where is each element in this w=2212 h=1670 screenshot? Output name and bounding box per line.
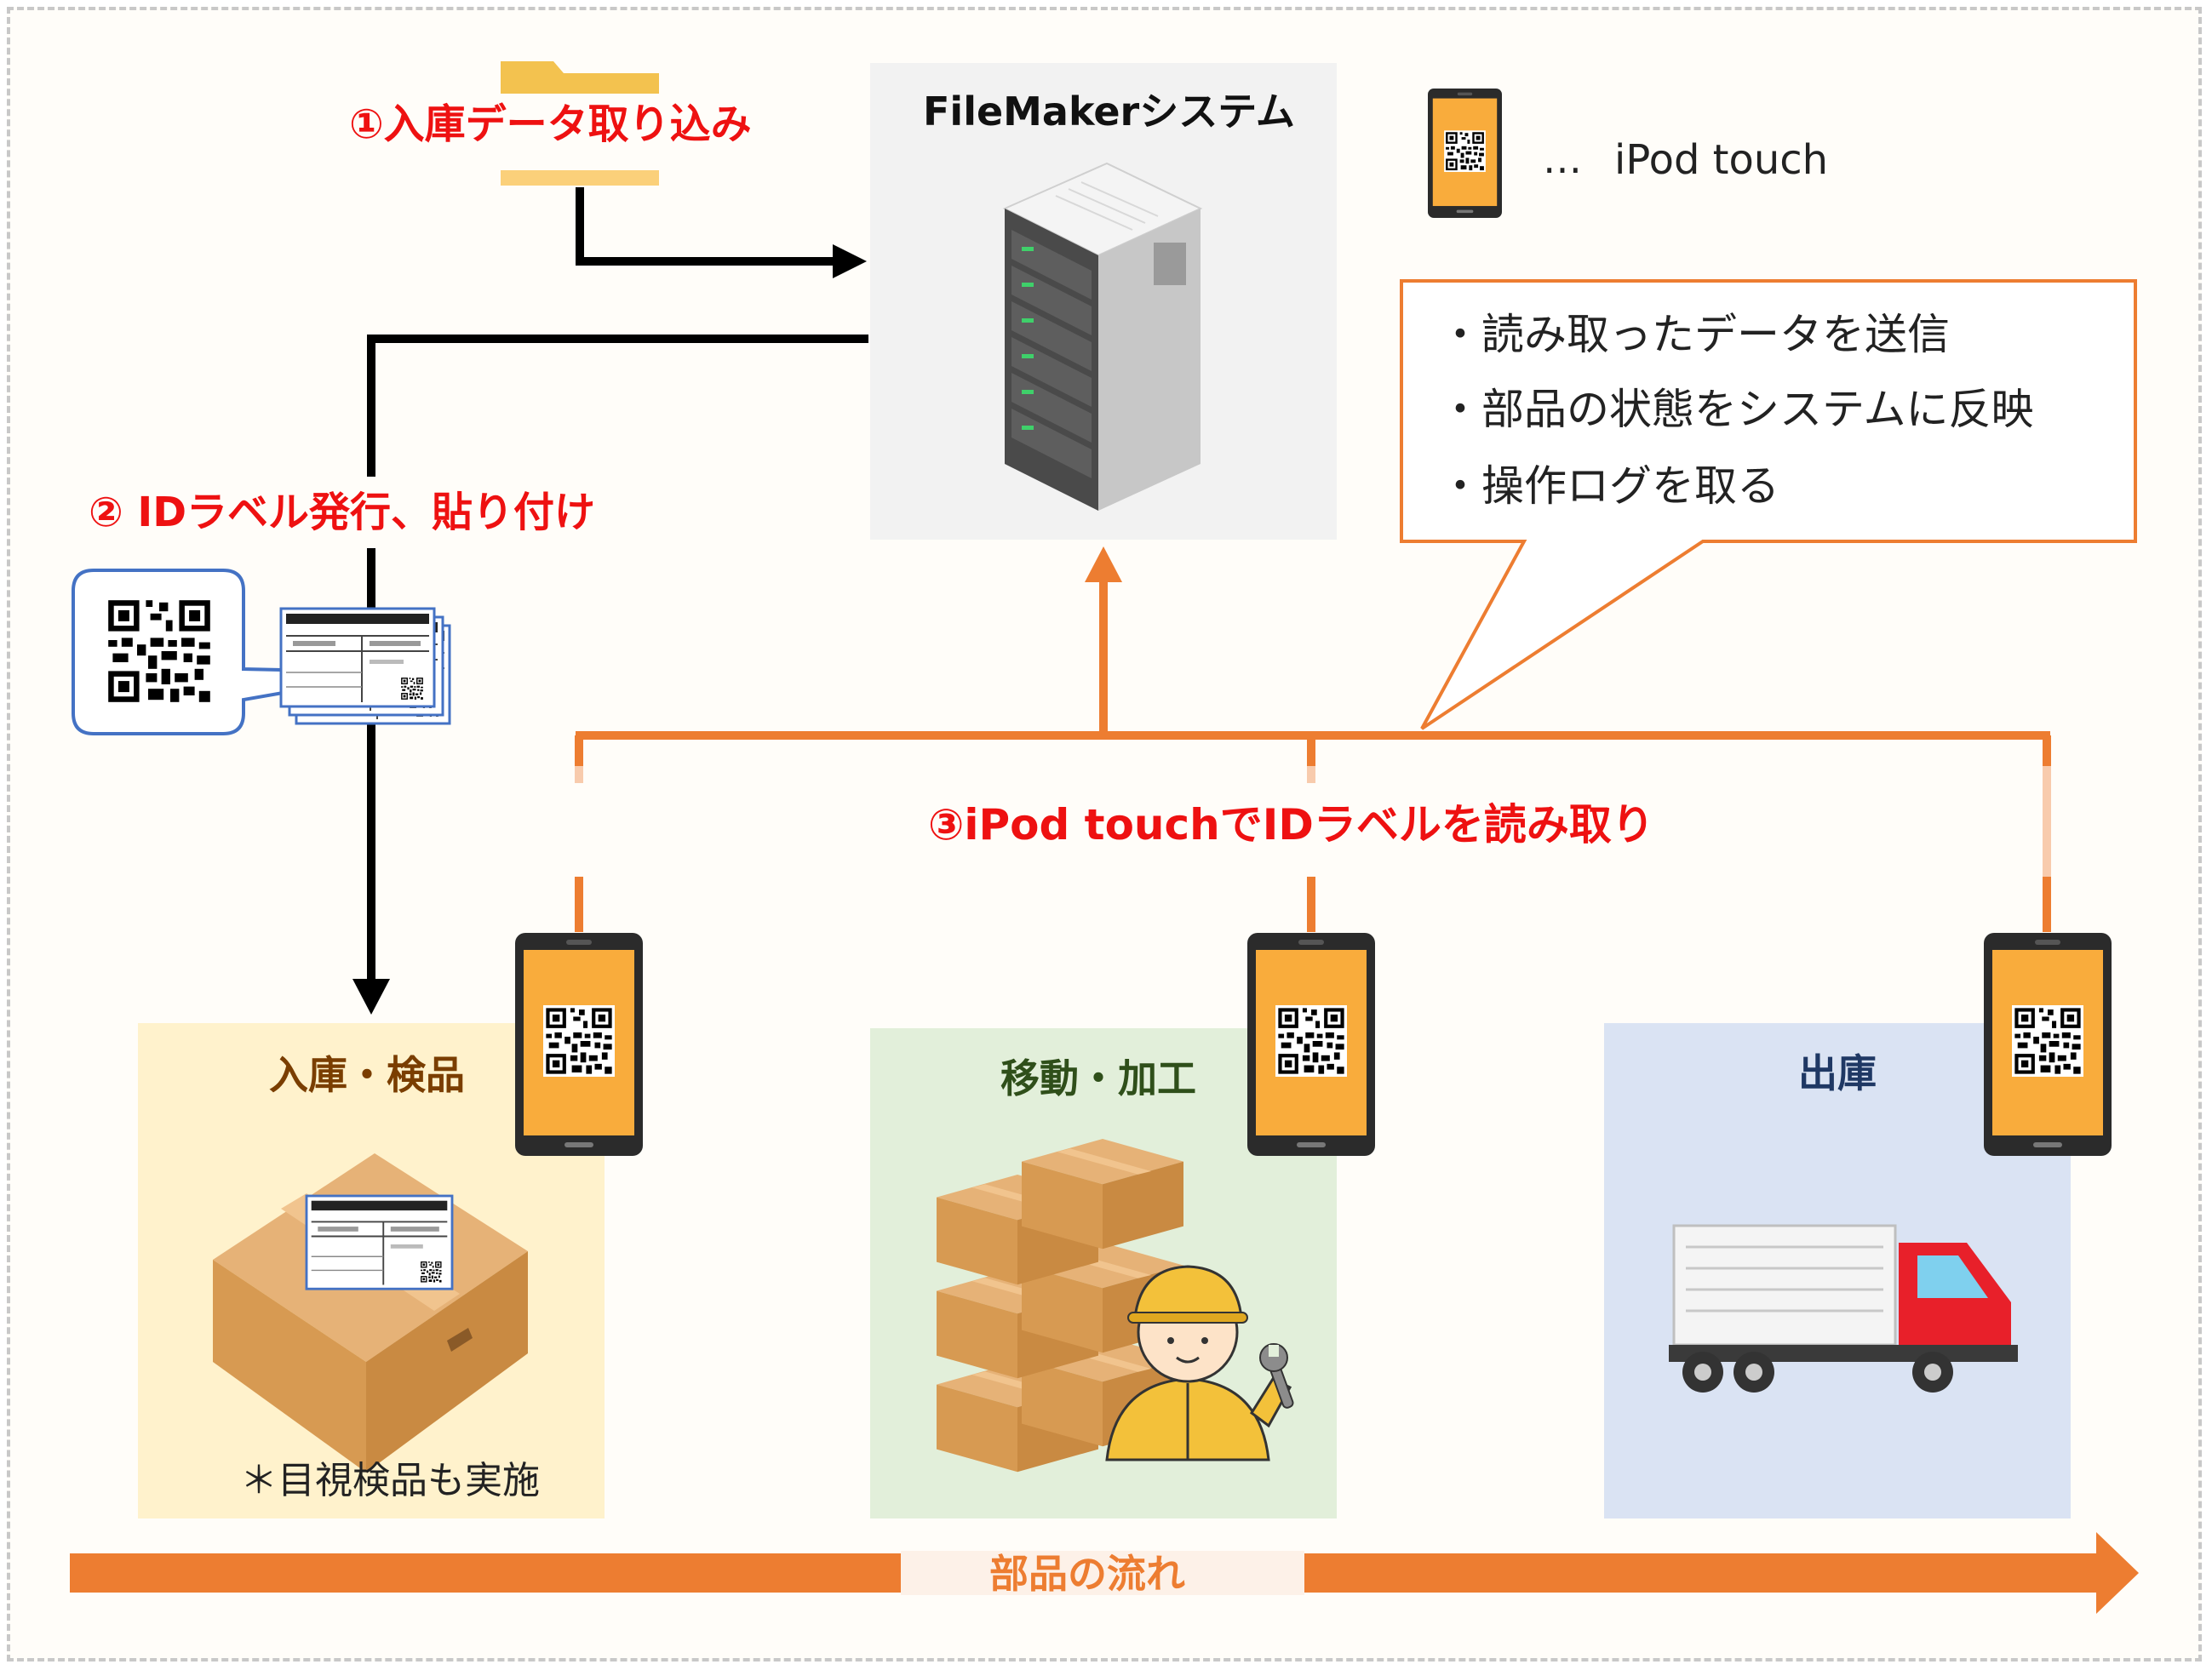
callout-item: ・部品の状態をシステムに反映 (1439, 385, 2034, 434)
truck-icon (1669, 1224, 2018, 1393)
legend-separator: … (1543, 136, 1582, 182)
receiving-note: ＊目視検品も実施 (240, 1459, 540, 1502)
phone-icon (515, 933, 643, 1156)
qr-bubble (72, 569, 401, 735)
box-label-sheet (307, 1196, 452, 1289)
callout-item: ・操作ログを取る (1439, 461, 1779, 511)
label-connector (367, 335, 868, 979)
step2-label: ② IDラベル発行、貼り付け (89, 489, 596, 536)
legend-phone-icon (1428, 89, 1502, 218)
label-sheets (281, 609, 450, 723)
scan-bus (575, 579, 2051, 932)
system-title: FileMakerシステム (923, 89, 1295, 134)
shipping-stage-label: 出庫 (1798, 1050, 1877, 1096)
step1-label: ①入庫データ取り込み (349, 100, 752, 148)
receiving-stage-label: 入庫・検品 (269, 1052, 465, 1098)
wrench-icon (1259, 1343, 1294, 1409)
phone-icon (1247, 933, 1375, 1156)
flow-arrow (70, 1532, 2139, 1614)
flow-label: 部品の流れ (989, 1551, 1185, 1597)
import-connector (576, 187, 851, 266)
server-icon (1002, 162, 1203, 511)
qr-code-icon (104, 596, 215, 706)
callout-item: ・読み取ったデータを送信 (1439, 310, 1950, 359)
step3-label: ③iPod touchでIDラベルを読み取り (928, 800, 1654, 849)
callout-box (1400, 279, 2137, 730)
processing-stage-label: 移動・加工 (1000, 1055, 1196, 1101)
legend-device-name: iPod touch (1614, 136, 1829, 184)
phone-icon (1984, 933, 2112, 1156)
